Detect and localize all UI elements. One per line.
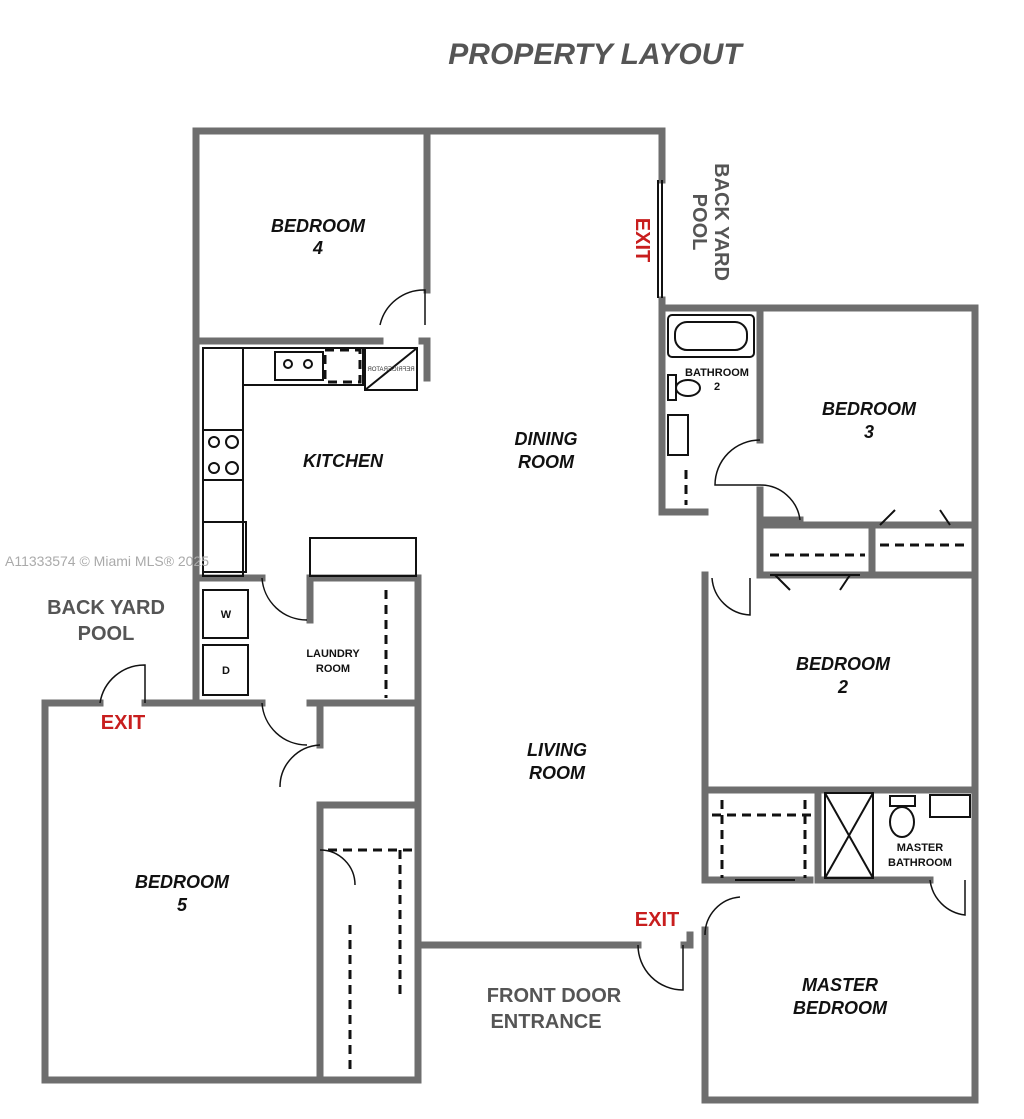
sink-icon — [274, 351, 324, 381]
svg-text:ROOM: ROOM — [316, 663, 350, 675]
back-yard-pool-right-label: BACK YARD POOL — [688, 163, 732, 281]
back-yard-pool-left-label: BACK YARD — [47, 597, 165, 619]
svg-text:2: 2 — [837, 677, 848, 697]
room-label-dining: DINING — [515, 429, 578, 449]
plan-title: PROPERTY LAYOUT — [448, 38, 744, 71]
room-label-bedroom-4: BEDROOM — [271, 216, 366, 236]
dishwasher-icon — [323, 348, 362, 384]
back-exit-door — [657, 180, 663, 298]
svg-text:POOL: POOL — [688, 194, 710, 251]
svg-text:4: 4 — [312, 238, 323, 258]
refrigerator-label: REFRIGERATOR — [367, 367, 415, 373]
svg-text:BACK YARD: BACK YARD — [710, 163, 732, 281]
svg-text:3: 3 — [864, 422, 874, 442]
room-label-living: LIVING — [527, 740, 587, 760]
stove-icon — [202, 429, 244, 481]
room-label-kitchen: KITCHEN — [303, 451, 384, 471]
toilet-icon — [889, 795, 916, 807]
room-label-bedroom-5: BEDROOM — [135, 872, 230, 892]
svg-text:W: W — [221, 609, 232, 621]
svg-text:ENTRANCE: ENTRANCE — [490, 1011, 601, 1033]
bathtub-icon — [667, 314, 755, 358]
bathroom2-fixtures — [667, 314, 755, 505]
exit-label-front: EXIT — [635, 909, 679, 931]
kitchen-fixtures: REFRIGERATOR W D — [202, 347, 418, 698]
room-label-bedroom-2: BEDROOM — [796, 654, 891, 674]
closets — [328, 509, 970, 1075]
room-label-master-bedroom: MASTER — [802, 975, 878, 995]
door-swings — [99, 289, 966, 991]
toilet-icon — [667, 374, 677, 401]
exit-label-back: EXIT — [631, 218, 653, 262]
svg-text:ROOM: ROOM — [518, 452, 575, 472]
exit-label-left: EXIT — [101, 712, 145, 734]
refrigerator-icon — [364, 347, 418, 391]
dryer-icon — [202, 644, 249, 696]
svg-text:D: D — [222, 665, 230, 677]
room-label-bedroom-3: BEDROOM — [822, 399, 917, 419]
svg-text:BEDROOM: BEDROOM — [793, 998, 888, 1018]
shower-icon — [824, 792, 874, 879]
walls — [41, 127, 979, 1104]
svg-text:ROOM: ROOM — [529, 763, 586, 783]
kitchen-island — [309, 537, 417, 577]
svg-text:BATHROOM: BATHROOM — [888, 857, 952, 869]
sink-icon — [667, 414, 689, 456]
svg-text:2: 2 — [714, 381, 720, 393]
svg-text:5: 5 — [177, 895, 188, 915]
room-label-bathroom-2: BATHROOM — [685, 367, 749, 379]
front-door-label: FRONT DOOR — [487, 985, 622, 1007]
master-bath-fixtures — [824, 792, 971, 879]
watermark: A11333574 © Miami MLS® 2025 — [5, 553, 209, 569]
room-label-master-bath: MASTER — [897, 842, 944, 854]
sink-icon — [929, 794, 971, 818]
svg-text:POOL: POOL — [78, 623, 135, 645]
washer-icon — [202, 589, 249, 639]
room-label-laundry: LAUNDRY — [306, 648, 360, 660]
